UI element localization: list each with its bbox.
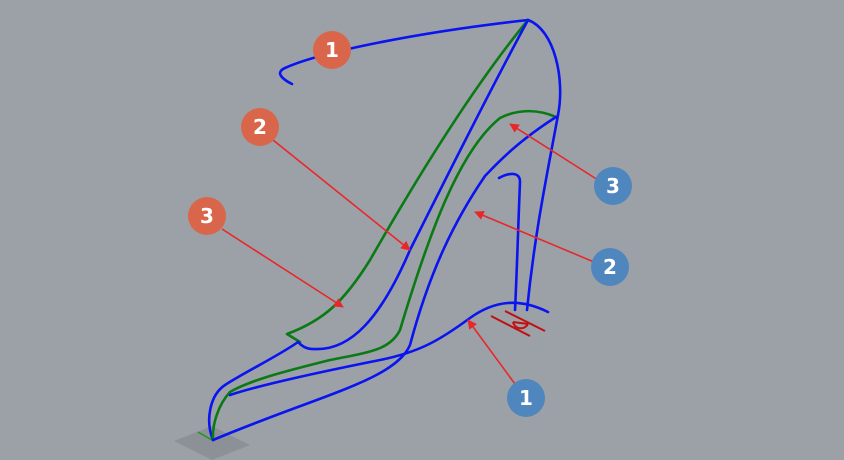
sole-curve bbox=[228, 301, 550, 397]
heel-tip-marker bbox=[490, 310, 546, 337]
callout-left-2: 2 bbox=[241, 108, 279, 146]
callout-right-1: 1 bbox=[507, 379, 545, 417]
inner-blue-curve bbox=[207, 18, 530, 442]
callout-left-1: 1 bbox=[313, 31, 351, 69]
heel-back-curve bbox=[525, 113, 560, 312]
callout-left-3: 3 bbox=[188, 197, 226, 235]
callout-right-3: 3 bbox=[594, 167, 632, 205]
outer-green-curve bbox=[285, 18, 530, 344]
heel-front-curve bbox=[211, 115, 558, 442]
heel-green-curve bbox=[211, 109, 558, 442]
ground-plane bbox=[174, 426, 250, 460]
topline-curve bbox=[278, 18, 562, 117]
callout-right-2: 2 bbox=[591, 248, 629, 286]
heel-inner-curve bbox=[497, 172, 522, 312]
callout-arrows bbox=[221, 123, 599, 385]
